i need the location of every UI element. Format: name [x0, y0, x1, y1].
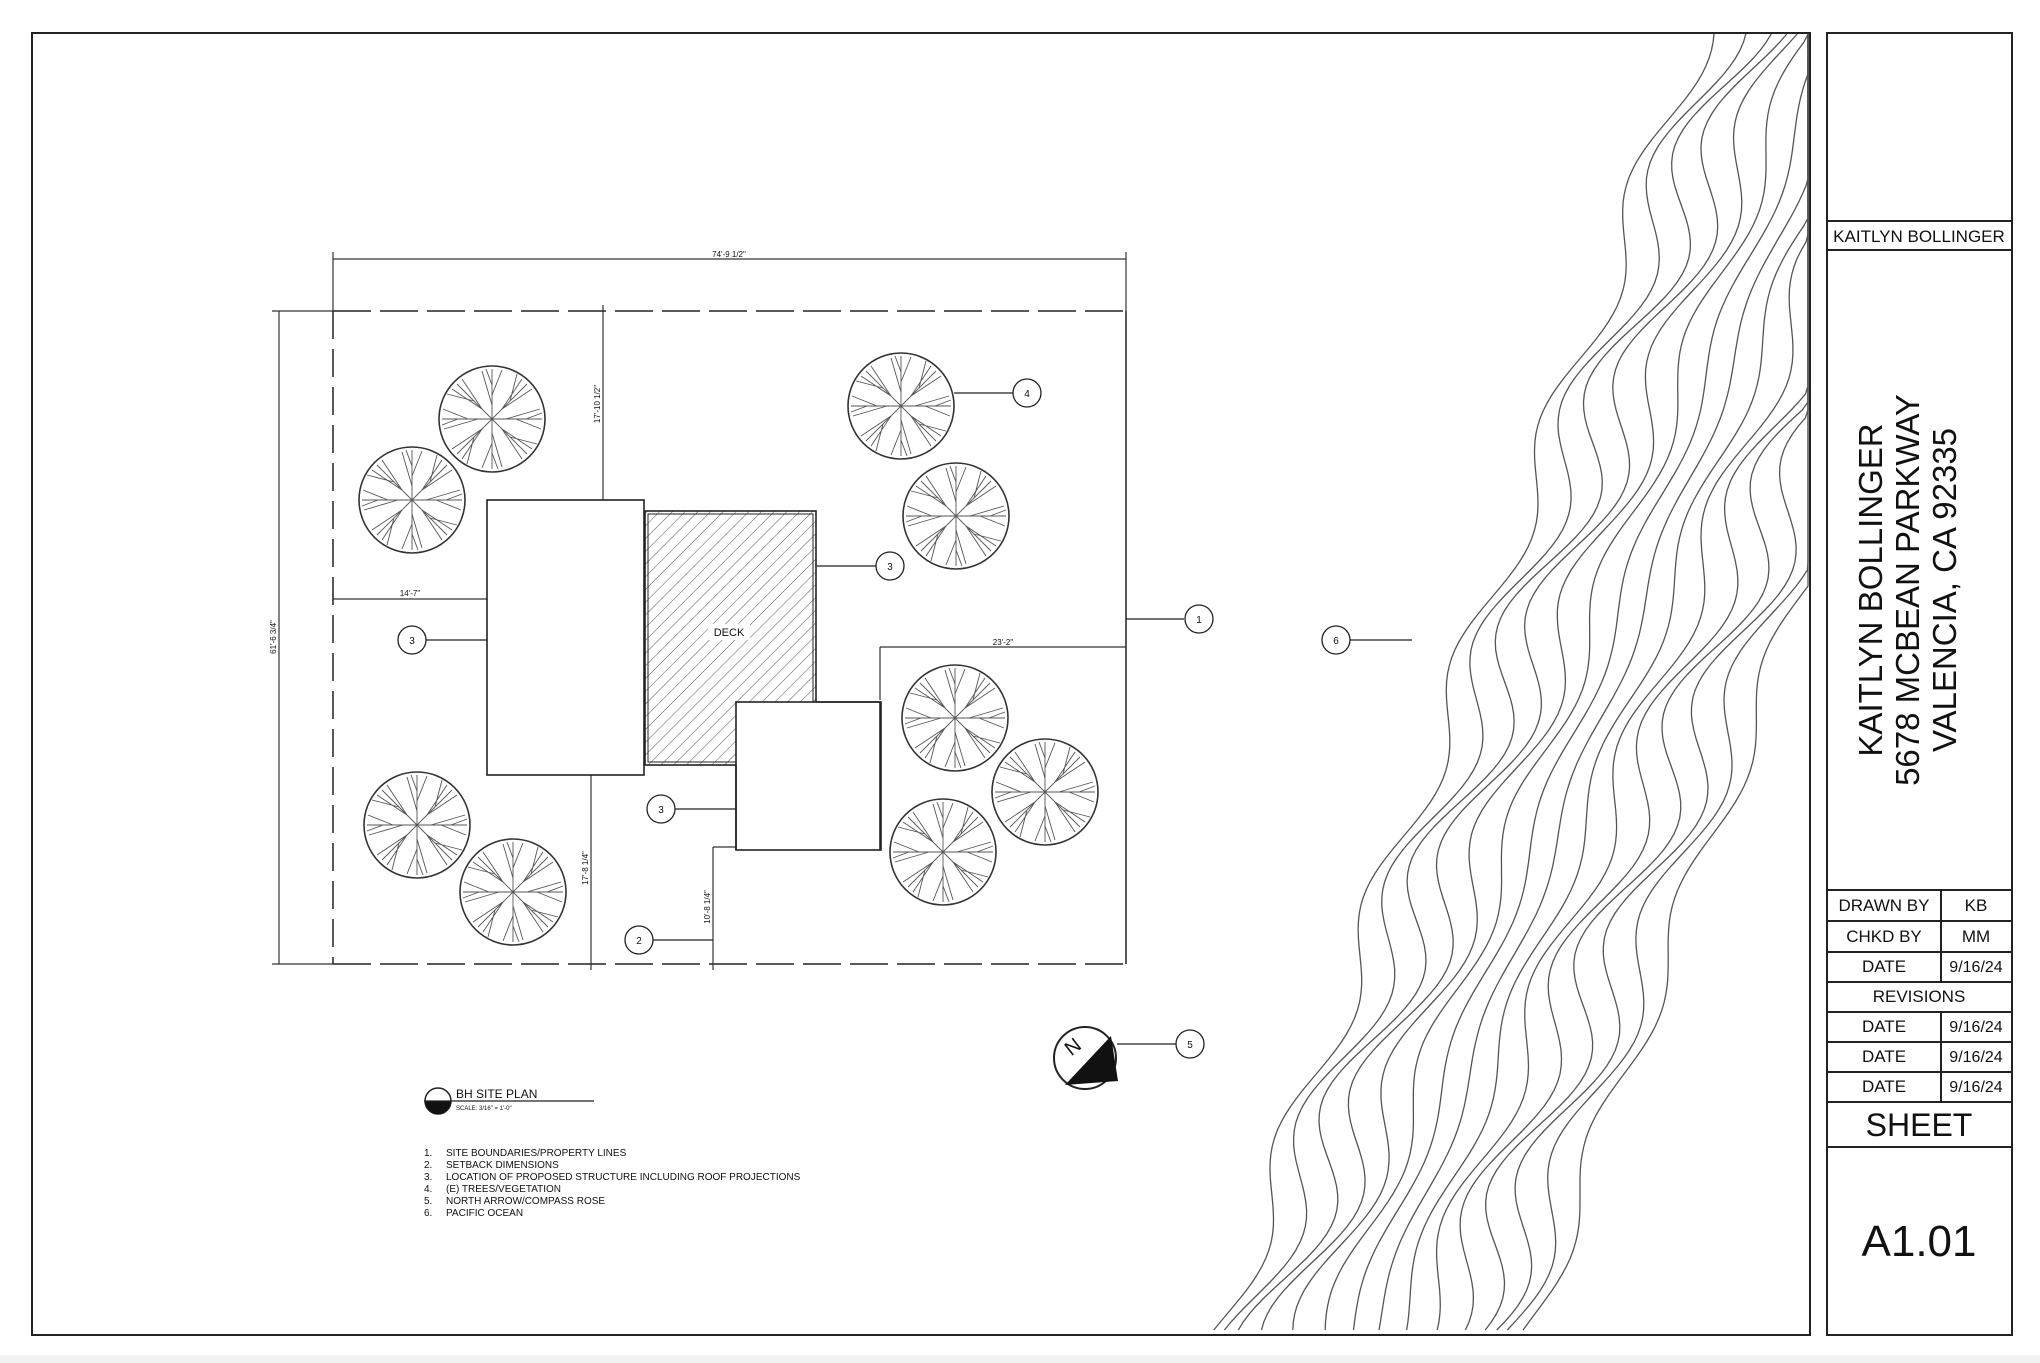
title-owner-label: KAITLYN BOLLINGER [1833, 227, 2005, 246]
revision-2-value: 9/16/24 [1949, 1049, 2002, 1066]
drawing-title-name: BH SITE PLAN [456, 1087, 537, 1101]
date-value: 9/16/24 [1949, 959, 2002, 976]
property-lines [332, 310, 1127, 965]
tree-icon [438, 365, 546, 473]
callout-3 [646, 794, 676, 824]
ocean-contour-line [1435, 34, 1809, 1331]
deck-label: DECK [714, 627, 745, 639]
callout-6 [1321, 625, 1351, 655]
address-line-2: 5678 MCBEAN PARKWAY [1889, 394, 1926, 786]
legend-num: 4. [424, 1184, 432, 1195]
address-line-1: KAITLYN BOLLINGER [1852, 423, 1889, 756]
legend: 1. SITE BOUNDARIES/PROPERTY LINES 2. SET… [424, 1148, 801, 1219]
house-structure [486, 499, 645, 776]
ocean-contour-line [1352, 34, 1809, 1331]
dim-width-top: 74'-9 1/2" [712, 250, 746, 259]
callout-3 [875, 551, 905, 581]
ocean-contour-line [1522, 34, 1809, 1331]
dim-rear-setback-2: 10'-8 1/4" [703, 890, 712, 924]
ocean-contour-line [1405, 34, 1809, 1331]
revision-1-label: DATE [1862, 1017, 1906, 1036]
drawn-by-label: DRAWN BY [1839, 896, 1930, 915]
callout-3 [397, 625, 427, 655]
callout-5-label: 5 [1187, 1040, 1193, 1051]
tree-icon [358, 446, 466, 554]
ocean-contour-line [1223, 33, 1747, 1331]
callout-2 [624, 925, 654, 955]
address-line-3: VALENCIA, CA 92335 [1926, 428, 1963, 752]
dim-depth-left: 61'-6 3/4" [269, 620, 278, 654]
ocean-contour-line [1260, 33, 1788, 1331]
title-block: KAITLYN BOLLINGER KAITLYN BOLLINGER 5678… [1826, 32, 2013, 1336]
callout-4 [1012, 378, 1042, 408]
drawing-title-scale: SCALE: 3/16" = 1'-0" [456, 1106, 512, 1112]
legend-num: 3. [424, 1172, 432, 1183]
revision-2-label: DATE [1862, 1047, 1906, 1066]
callout-4-label: 4 [1024, 389, 1030, 400]
revision-1-value: 9/16/24 [1949, 1019, 2002, 1036]
legend-num: 5. [424, 1196, 432, 1207]
ocean-contour-line [1292, 33, 1798, 1331]
sheet-label: SHEET [1866, 1107, 1973, 1143]
tree-icon [363, 771, 471, 879]
legend-num: 2. [424, 1160, 432, 1171]
sheet-number: A1.01 [1862, 1217, 1977, 1266]
legend-text: (E) TREES/VEGETATION [446, 1184, 561, 1195]
dim-front-setback: 17'-10 1/2" [593, 385, 602, 423]
drawing-border [31, 32, 1811, 1336]
date-label: DATE [1862, 957, 1906, 976]
site-plan: 74'-9 1/2" 61'-6 3/4" 17'-10 1/2" 14'-7"… [269, 250, 1412, 1090]
checked-by-value: MM [1962, 927, 1990, 946]
callout-3-label: 3 [658, 805, 664, 816]
dim-rear-setback: 17'-8 1/4" [581, 851, 590, 885]
ocean-contour-line [1378, 34, 1809, 1331]
callout-3-label: 3 [887, 562, 893, 573]
legend-text: NORTH ARROW/COMPASS ROSE [446, 1196, 605, 1207]
ocean-contours [1213, 33, 1809, 1331]
revision-3-label: DATE [1862, 1077, 1906, 1096]
ocean-contour-line [1237, 33, 1772, 1331]
deck-label-bg [708, 624, 750, 640]
revision-3-value: 9/16/24 [1949, 1079, 2002, 1096]
legend-text: PACIFIC OCEAN [446, 1208, 523, 1219]
tree-icon [889, 798, 997, 906]
tree-icon [847, 352, 955, 460]
legend-text: LOCATION OF PROPOSED STRUCTURE INCLUDING… [446, 1172, 801, 1183]
checked-by-label: CHKD BY [1846, 927, 1922, 946]
callout-6-label: 6 [1333, 636, 1339, 647]
legend-text: SETBACK DIMENSIONS [446, 1160, 559, 1171]
callout-3-label: 3 [409, 636, 415, 647]
drawn-by-value: KB [1965, 896, 1988, 915]
title-address: KAITLYN BOLLINGER 5678 MCBEAN PARKWAY VA… [1852, 394, 1963, 786]
callout-5 [1175, 1029, 1205, 1059]
tree-icon [902, 462, 1010, 570]
legend-text: SITE BOUNDARIES/PROPERTY LINES [446, 1148, 627, 1159]
drawing-title: BH SITE PLAN SCALE: 3/16" = 1'-0" [424, 1087, 594, 1115]
legend-num: 1. [424, 1148, 432, 1159]
revisions-label: REVISIONS [1873, 987, 1966, 1006]
dim-side-setback-left: 14'-7" [400, 589, 421, 598]
dimension-lines [272, 252, 1127, 970]
dim-side-setback-right: 23'-2" [993, 638, 1014, 647]
ocean-contour-line [1324, 33, 1809, 1331]
callout-1-label: 1 [1196, 615, 1202, 626]
tree-icon [991, 738, 1099, 846]
ocean-contour-line [1213, 33, 1715, 1331]
callout-1 [1184, 604, 1214, 634]
tree-icon [901, 664, 1009, 772]
north-arrow-icon: N [1053, 1026, 1118, 1090]
legend-num: 6. [424, 1208, 432, 1219]
callout-2-label: 2 [636, 936, 642, 947]
tree-icon [459, 838, 567, 946]
